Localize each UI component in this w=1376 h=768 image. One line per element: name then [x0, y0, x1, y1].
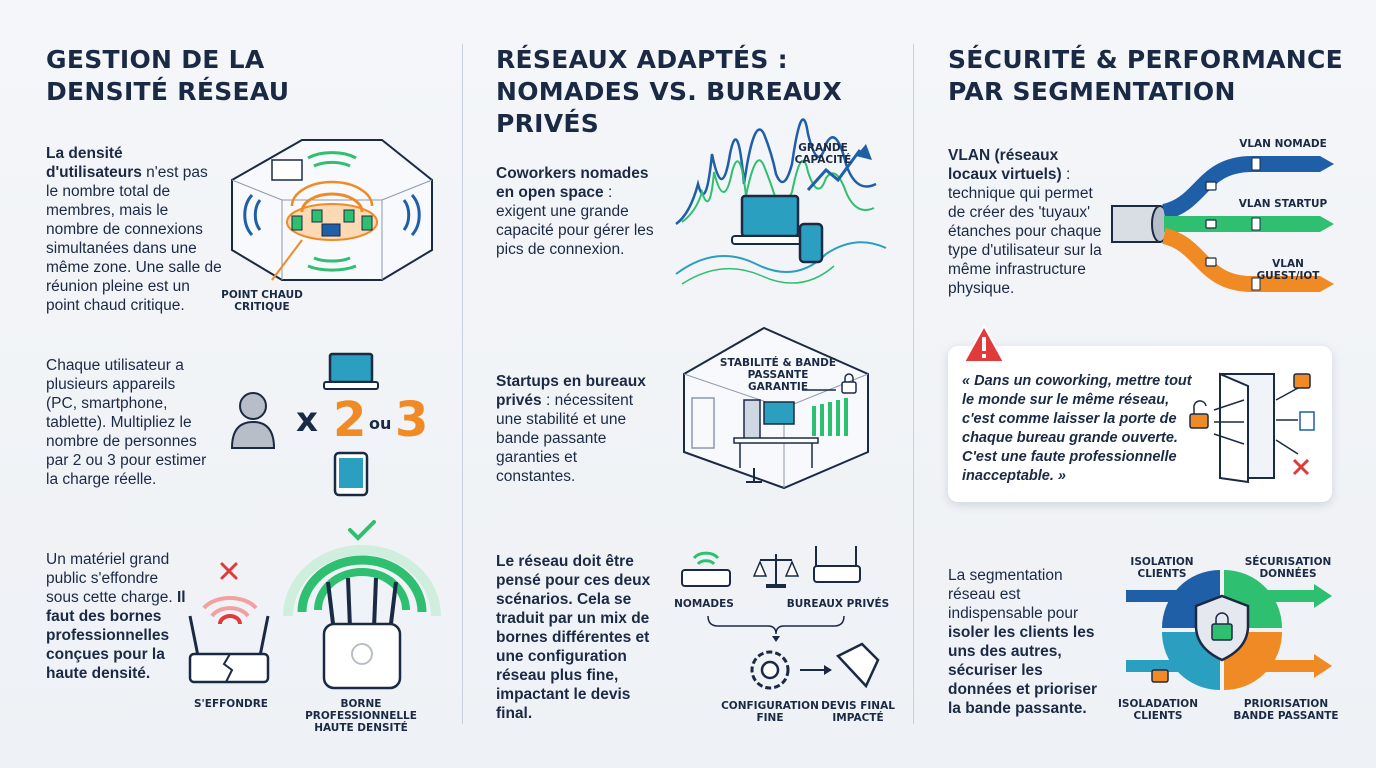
col1-paragraph-density: La densité d'utilisateurs n'est pas le n… — [46, 145, 222, 314]
col3-title: SÉCURITÉ & PERFORMANCE PAR SEGMENTATION — [948, 45, 1344, 106]
multiplier-2: 2 — [333, 392, 367, 448]
bureaux-prives-label: BUREAUX PRIVÉS — [786, 598, 890, 610]
tablet-icon — [333, 451, 369, 497]
multiplier-ou: ou — [369, 414, 392, 433]
pro-access-point-illustration — [283, 520, 441, 690]
vlan-guest-iot-label: VLAN GUEST/IOT — [1256, 258, 1320, 282]
col3-paragraph-vlan: VLAN (réseaux locaux virtuels) : techniq… — [948, 147, 1102, 297]
user-icon — [230, 392, 276, 449]
col3-paragraph-segmentation: La segmentation réseau est indispensable… — [948, 567, 1098, 717]
warning-icon — [962, 323, 1006, 363]
private-office-illustration — [683, 326, 869, 490]
segmentation-shield-diagram — [1126, 570, 1332, 690]
col1-paragraph-devices: Chaque utilisateur a plusieurs appareils… — [46, 357, 207, 488]
scenario-flow-illustration — [681, 546, 880, 690]
vlan-nomade-label: VLAN NOMADE — [1239, 138, 1327, 150]
column-divider-1 — [462, 44, 463, 724]
col2-paragraph-startups: Startups en bureaux privés : nécessitent… — [496, 373, 646, 485]
multiplier-x: x — [296, 400, 318, 440]
quote-text: « Dans un coworking, mettre tout le mond… — [962, 373, 1192, 484]
col2-title: RÉSEAUX ADAPTÉS : NOMADES VS. BUREAUX PR… — [496, 45, 843, 138]
col1-title: GESTION DE LA DENSITÉ RÉSEAU — [46, 45, 290, 106]
column-divider-2 — [913, 44, 914, 724]
col2-paragraph-conclusion: Le réseau doit être pensé pour ces deux … — [496, 553, 651, 722]
col2-paragraph-nomads: Coworkers nomades en open space : exigen… — [496, 165, 654, 258]
consumer-router-collapse-illustration — [188, 562, 270, 684]
collapse-label: S'EFFONDRE — [194, 698, 268, 710]
vlan-startup-label: VLAN STARTUP — [1238, 198, 1328, 210]
col1-paragraph-hardware: Un matériel grand public s'effondre sous… — [46, 551, 186, 682]
multiplier-3: 3 — [395, 392, 429, 448]
open-door-illustration — [1189, 372, 1315, 484]
laptop-icon — [323, 352, 379, 390]
meeting-room-hotspot-illustration — [231, 139, 433, 281]
nomades-label: NOMADES — [674, 598, 734, 610]
vlan-pipes-illustration — [1111, 156, 1334, 292]
capacity-wave-illustration — [675, 118, 887, 285]
